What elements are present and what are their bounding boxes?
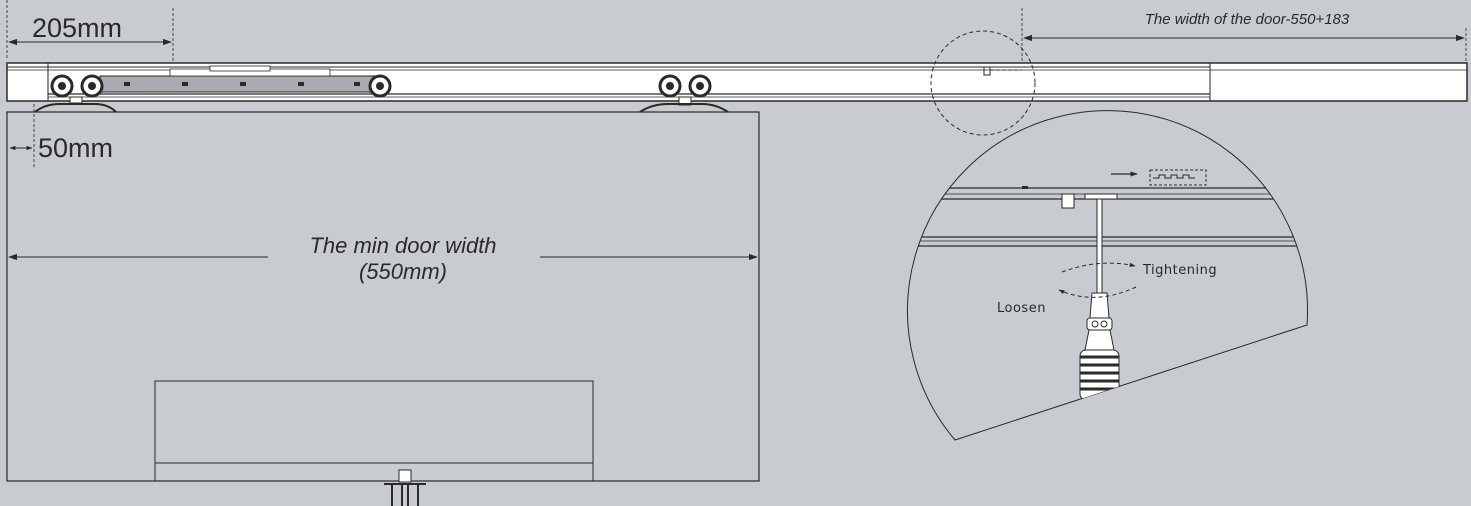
label-door-width-line2: (550mm): [359, 259, 447, 284]
label-door-width-line1: The min door width: [309, 233, 496, 258]
door-panel: [6, 111, 760, 482]
dimension-50mm: 50mm: [9, 104, 113, 168]
label-tightening: Tightening: [1142, 263, 1217, 278]
dimension-track-remaining: The width of the door-550+183: [1021, 8, 1467, 63]
soft-close-damper: [99, 65, 376, 93]
label-loosen: Loosen: [997, 301, 1046, 316]
floor-guide: [384, 469, 426, 506]
right-roller-set: [639, 74, 729, 113]
detail-view: Tightening Loosen: [907, 110, 1308, 441]
label-track-remaining: The width of the door-550+183: [1145, 11, 1350, 28]
dimension-205mm: 205mm: [6, 0, 174, 63]
label-205mm: 205mm: [32, 13, 122, 43]
zoom-callout: [930, 30, 1036, 136]
dimension-door-width: The min door width (550mm): [8, 233, 758, 284]
left-roller-set: [34, 74, 392, 113]
label-50mm: 50mm: [38, 133, 113, 163]
